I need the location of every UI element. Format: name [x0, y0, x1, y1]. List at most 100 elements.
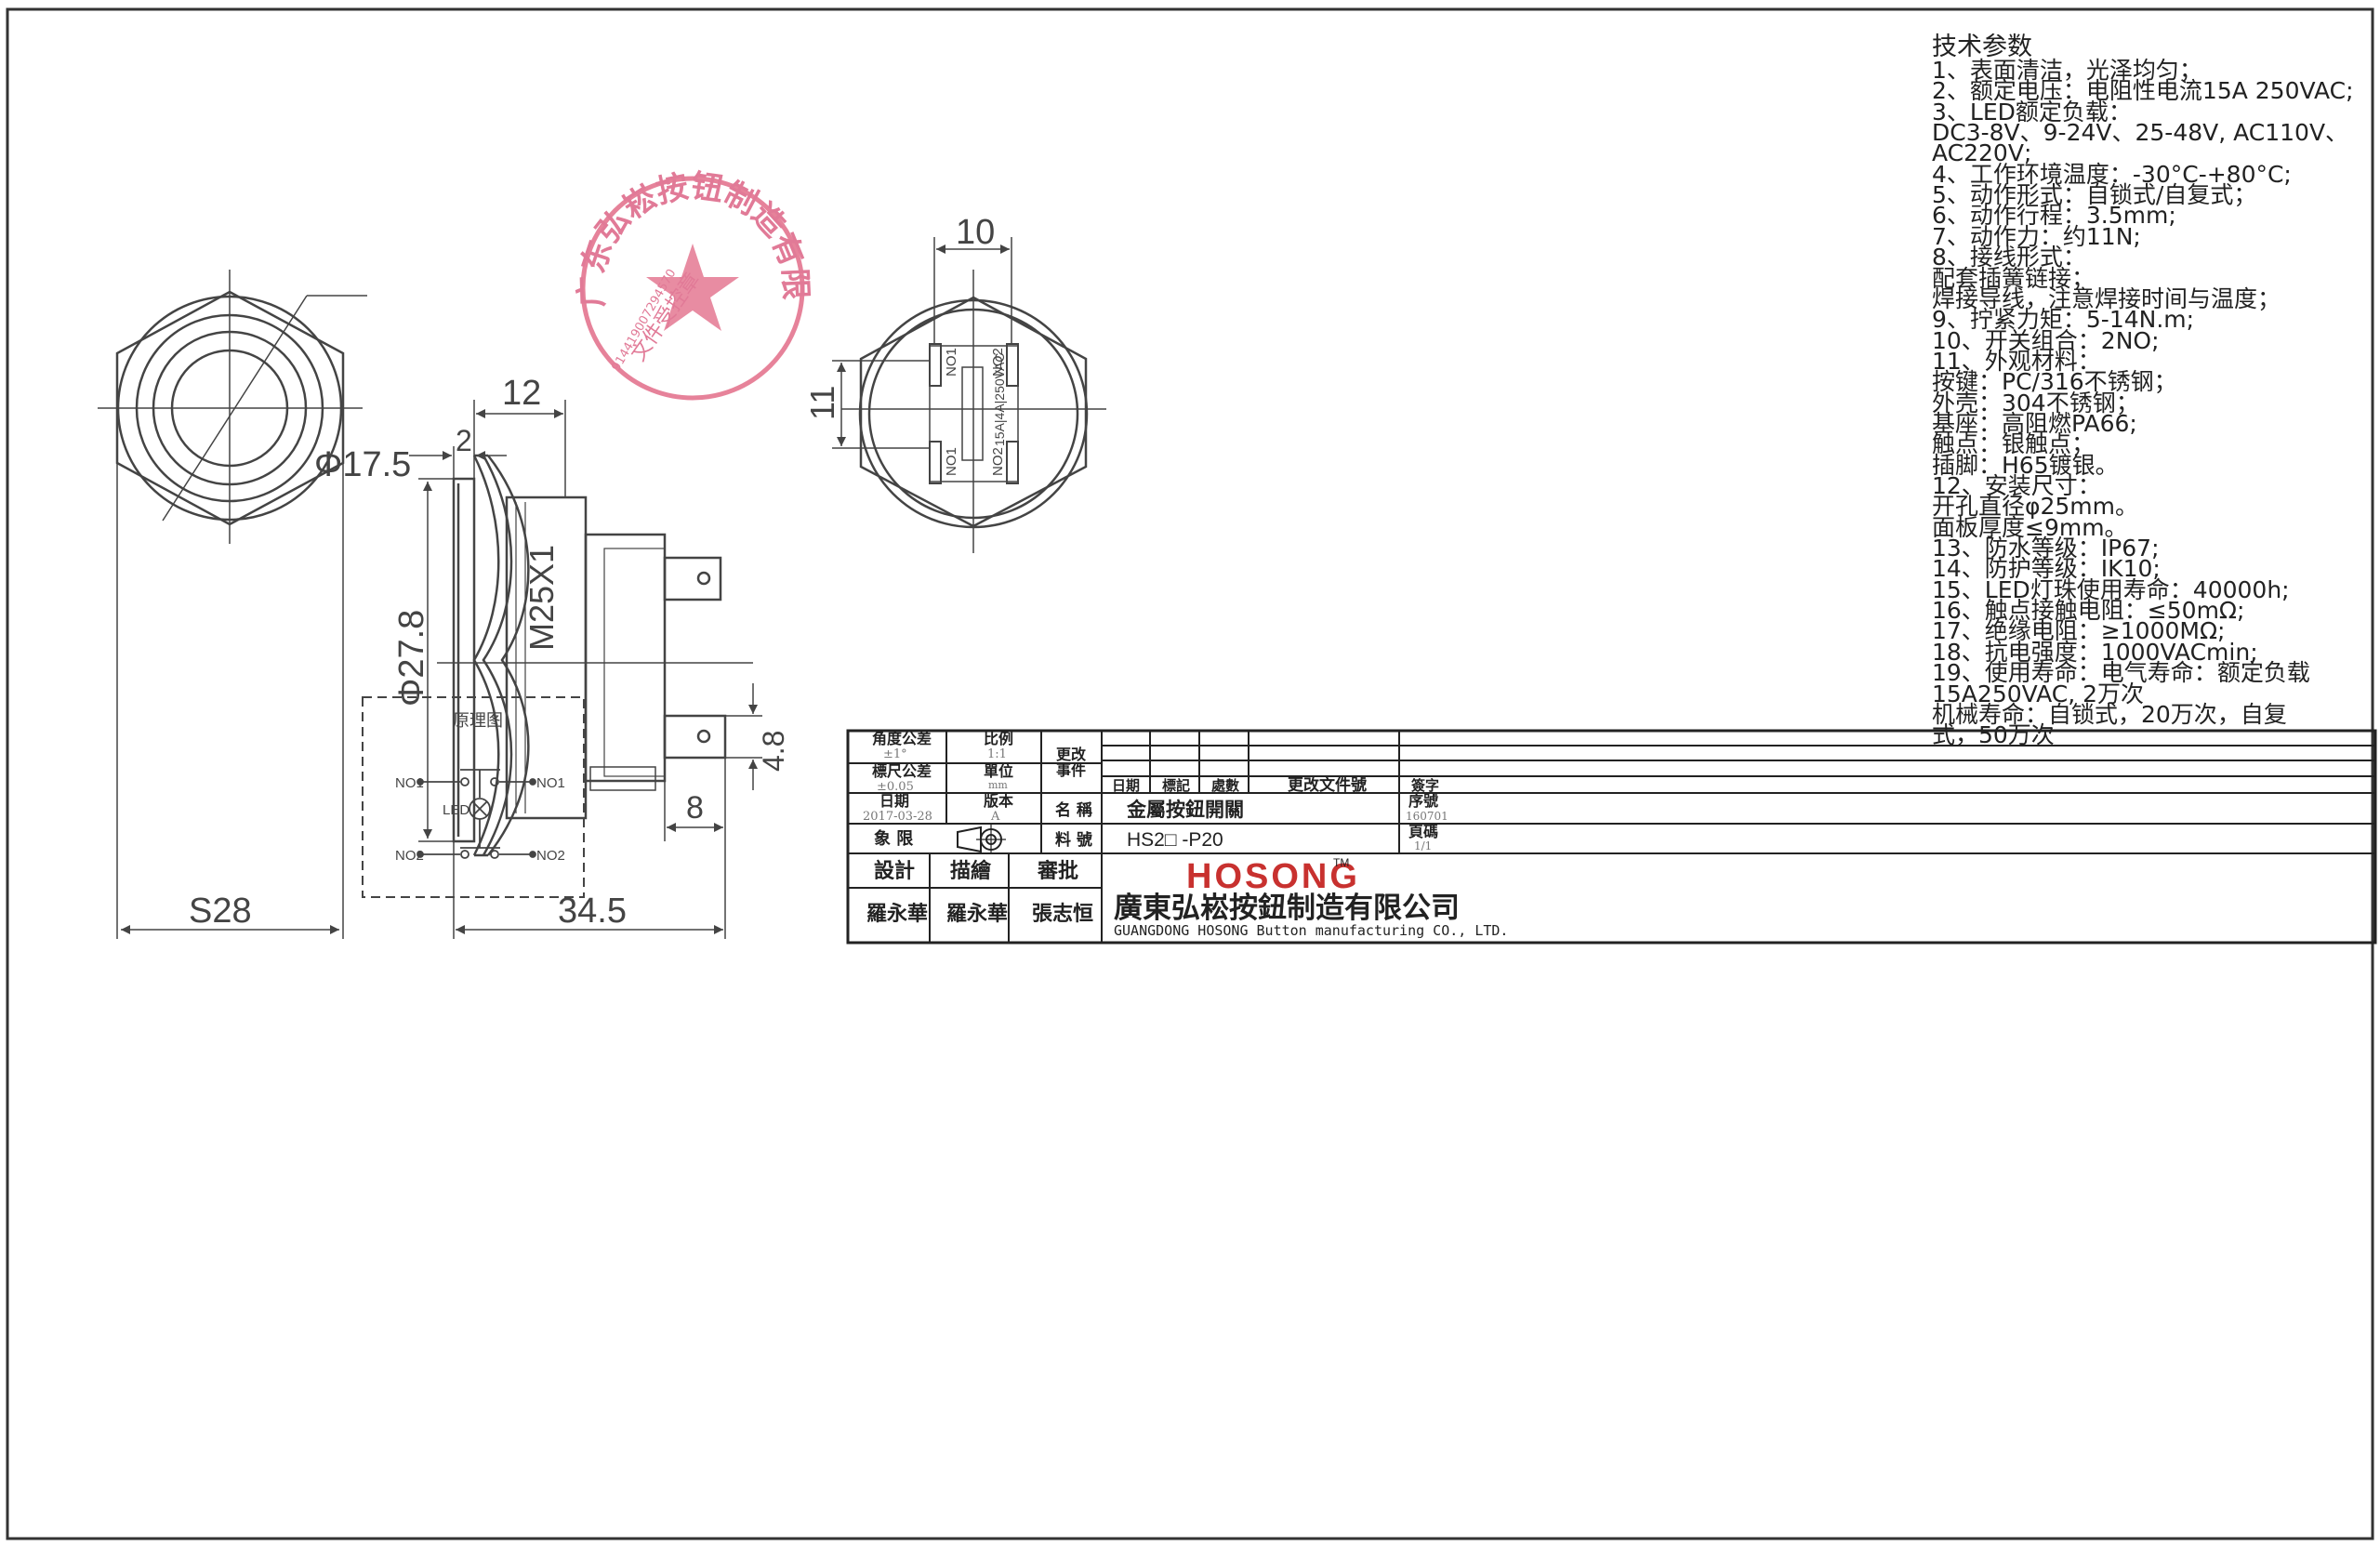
star-icon	[646, 244, 739, 331]
side-dim-top: 12	[502, 374, 541, 413]
tb-scale-value: 1:1	[987, 747, 1007, 761]
side-view	[437, 454, 753, 857]
spec-line: 2、额定电压：电阻性电流15A 250VAC;	[1932, 77, 2354, 105]
spec-line: 16、触点接触电阻：≤50mΩ;	[1932, 597, 2245, 625]
schematic-no1-left: NO1	[395, 775, 424, 791]
back-rating: 15A|4A|250VAC	[992, 353, 1007, 446]
tb-design-label: 設計	[874, 859, 915, 883]
schematic-no2-left: NO2	[395, 848, 424, 864]
spec-line: 12、安装尺寸：	[1932, 472, 2101, 499]
spec-line: 8、接线形式：	[1932, 244, 2086, 271]
tb-change-label-2: 事件	[1056, 761, 1086, 779]
spec-line: 15A250VAC, 2万次	[1932, 680, 2145, 707]
side-dim-diameter: Φ27.8	[392, 610, 431, 707]
back-term-no1-bottom: NO1	[944, 447, 959, 476]
tb-brand-tm: TM	[1333, 856, 1349, 869]
spec-line: 5、动作形式：自锁式/自复式；	[1932, 181, 2257, 209]
tb-company-cn: 廣東弘崧按鈕制造有限公司	[1114, 892, 1460, 925]
side-dimensions	[409, 400, 762, 939]
company-seal: 广东弘崧按钮制造有限公司 文件受控章 914419007294570	[0, 0, 814, 401]
tb-version-value: A	[990, 810, 1000, 824]
specs-title: 技术参数	[1932, 33, 2032, 61]
tb-angle-tol-label: 角度公差	[872, 730, 932, 747]
tb-company-en: GUANGDONG HOSONG Button manufacturing CO…	[1114, 922, 1508, 939]
tb-name-label: 名 稱	[1055, 800, 1092, 820]
schematic-no1-right: NO1	[536, 775, 565, 791]
spec-line: 触点：银触点；	[1932, 430, 2096, 458]
spec-line: 13、防水等级：IP67;	[1932, 535, 2160, 562]
spec-line: 6、动作行程：3.5mm;	[1932, 202, 2176, 230]
tb-unit-value: mm	[988, 779, 1008, 791]
spec-line: 9、拧紧力矩：5-14N.m;	[1932, 306, 2195, 334]
spec-line: 3、LED额定负载：	[1932, 98, 2132, 126]
spec-line: 11、外观材料：	[1932, 347, 2101, 375]
tb-rev-count: 處數	[1211, 777, 1239, 794]
spec-line: 14、防护等级：IK10;	[1932, 555, 2161, 583]
tb-scale-label: 比例	[984, 730, 1013, 747]
side-dim-terminal: 4.8	[757, 731, 790, 772]
sheet-border	[6, 7, 2374, 1540]
schematic-led: LED	[443, 802, 469, 818]
spec-line: 1、表面清洁，光泽均匀；	[1932, 57, 2202, 84]
front-view	[98, 270, 367, 939]
spec-line: 外壳：304不锈钢；	[1932, 389, 2139, 416]
schematic-no2-right: NO2	[536, 848, 565, 864]
tb-date-value: 2017-03-28	[863, 810, 932, 824]
tb-rev-mark: 標記	[1162, 777, 1190, 794]
spec-line: AC220V;	[1932, 139, 2032, 167]
tb-version-label: 版本	[983, 792, 1013, 810]
spec-line: 4、工作环境温度：-30°C-+80°C;	[1932, 160, 2292, 188]
back-view	[841, 270, 1106, 553]
spec-line: 式，50万次	[1932, 721, 2055, 749]
spec-line: 基座：高阻燃PA66;	[1932, 409, 2137, 437]
quadrant-symbol	[957, 825, 1006, 854]
schematic-box	[362, 696, 585, 898]
tb-drafter: 羅永華	[946, 902, 1008, 926]
front-dim-width: S28	[189, 892, 252, 931]
tb-serial-value: 160701	[1406, 810, 1448, 823]
spec-line: 面板厚度≤9mm。	[1932, 513, 2128, 541]
tb-date-label: 日期	[879, 792, 909, 810]
tb-reviewer: 張志恒	[1032, 902, 1093, 926]
spec-line: 19、使用寿命：电气寿命：额定负载	[1932, 659, 2310, 687]
tb-dim-tol-value: ±0.05	[877, 780, 914, 794]
spec-line: 配套插簧链接；	[1932, 264, 2096, 292]
back-dim-left: 11	[803, 386, 841, 420]
front-dim-diameter: Φ17.5	[314, 445, 411, 484]
tb-quadrant-label: 象 限	[874, 828, 914, 849]
tb-review-label: 審批	[1037, 859, 1078, 883]
back-dimensions	[832, 237, 1012, 449]
tb-unit-label: 單位	[984, 762, 1013, 780]
spec-line: 插脚：H65镀银。	[1932, 451, 2119, 479]
back-term-no1-top: NO1	[944, 348, 959, 377]
tb-angle-tol-value: ±1°	[883, 747, 907, 761]
tb-name-value: 金屬按鈕開關	[1126, 798, 1244, 821]
spec-line: 开孔直径φ25mm。	[1932, 493, 2139, 521]
tb-page-label: 頁碼	[1408, 823, 1438, 840]
tb-serial-label: 序號	[1408, 792, 1438, 810]
tb-rev-sign: 簽字	[1411, 777, 1439, 794]
back-term-no2-top: NO2	[990, 348, 1006, 377]
spec-line: 17、绝缘电阻：≥1000MΩ;	[1932, 617, 2226, 645]
side-dim-thread: M25X1	[522, 545, 561, 651]
spec-line: 10、开关组合：2NO;	[1932, 326, 2160, 354]
schematic-title: 原理图	[453, 711, 503, 731]
tb-dim-tol-label: 標尺公差	[872, 762, 932, 780]
spec-line: 18、抗电强度：1000VACmin;	[1932, 638, 2258, 666]
back-dim-top: 10	[956, 213, 995, 252]
spec-line: DC3-8V、9-24V、25-48V, AC110V、	[1932, 119, 2349, 147]
spec-line: 7、动作力：约11N;	[1932, 222, 2141, 250]
tb-designer: 羅永華	[866, 902, 928, 926]
spec-line: 焊接导线，注意焊接时间与温度；	[1932, 284, 2281, 312]
title-block-grid	[846, 729, 2377, 945]
tb-draw-label: 描繪	[950, 859, 992, 883]
tb-part-value: HS2□ -P20	[1127, 829, 1223, 851]
tb-part-label: 料 號	[1055, 830, 1092, 850]
spec-line: 按键：PC/316不锈钢；	[1932, 368, 2177, 396]
tb-rev-date: 日期	[1112, 777, 1140, 794]
schematic	[416, 769, 536, 859]
spec-line: 机械寿命：自锁式，20万次，自复	[1932, 700, 2287, 728]
side-dim-small: 2	[456, 424, 472, 457]
